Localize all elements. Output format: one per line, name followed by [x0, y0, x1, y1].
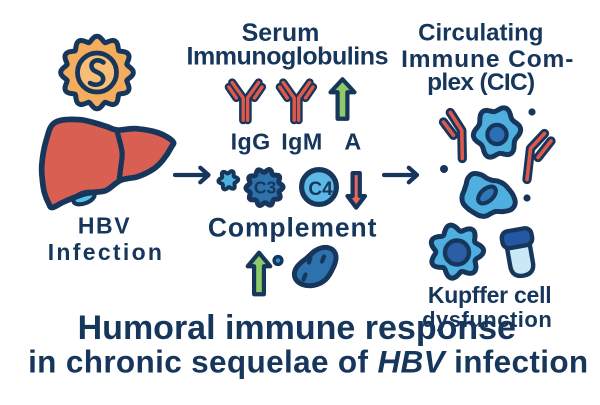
- svg-text:IgM: IgM: [281, 129, 323, 155]
- svg-text:Immune Com-: Immune Com-: [401, 46, 574, 73]
- svg-text:A: A: [344, 129, 361, 155]
- svg-text:dysfunction: dysfunction: [422, 307, 552, 332]
- svg-text:in chronic sequelae of HBV inf: in chronic sequelae of HBV infection: [28, 344, 588, 380]
- svg-text:C3: C3: [254, 178, 277, 198]
- svg-text:Kupffer cell: Kupffer cell: [428, 282, 552, 308]
- svg-text:C4: C4: [308, 179, 333, 200]
- svg-text:Complement: Complement: [208, 213, 378, 243]
- svg-text:Immunoglobulins: Immunoglobulins: [187, 43, 389, 71]
- svg-text:plex (CIC): plex (CIC): [427, 69, 534, 96]
- svg-text:Infection: Infection: [48, 239, 165, 265]
- svg-text:IgG: IgG: [231, 129, 271, 155]
- svg-text:Circulating: Circulating: [418, 20, 543, 47]
- svg-text:Humoral immune response: Humoral immune response: [78, 309, 516, 347]
- svg-text:HBV: HBV: [78, 213, 131, 239]
- svg-text:Serum: Serum: [242, 19, 320, 47]
